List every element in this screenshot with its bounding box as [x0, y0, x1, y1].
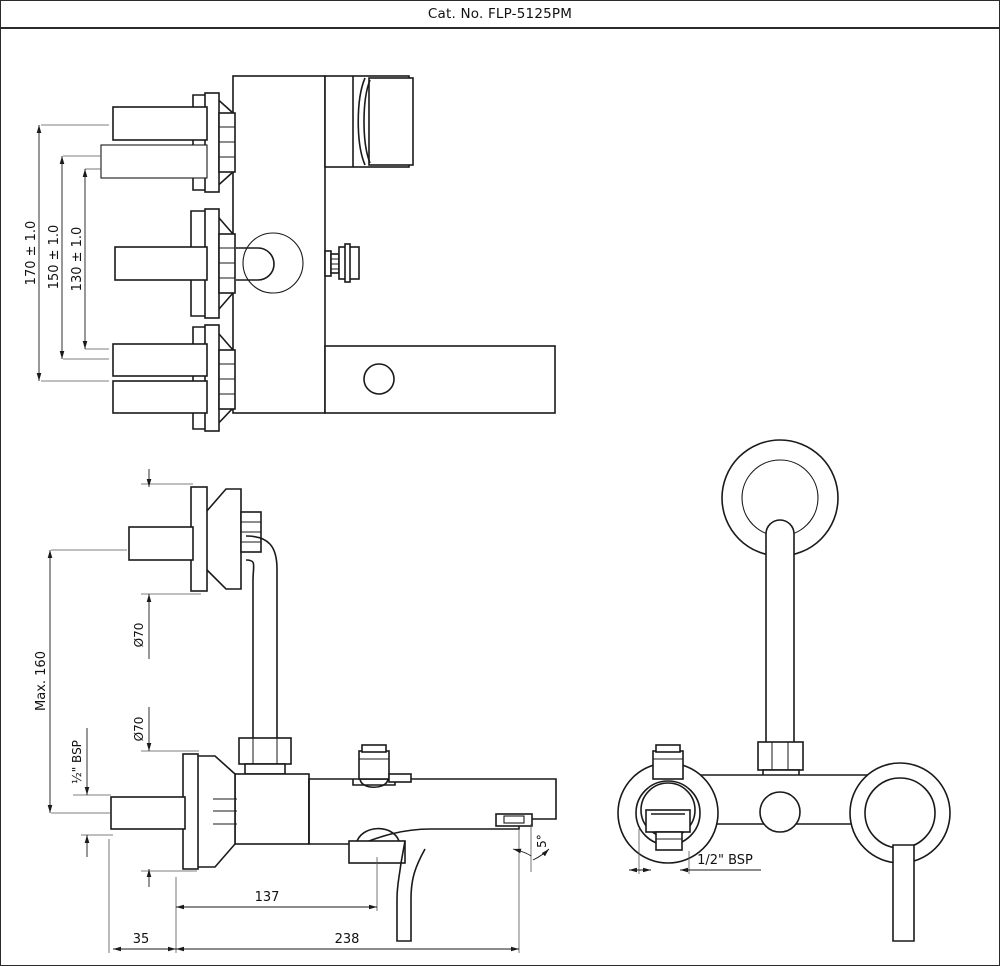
dim-dia70-upper-label: Ø70 [132, 623, 146, 648]
side-view-lever-handle [348, 827, 426, 942]
side-view-lower-flange [110, 753, 237, 870]
front-view-dimensions: 1/2" BSP [629, 829, 761, 874]
top-view-outlet-arc-inner [363, 79, 371, 164]
front-view-lever-handle [892, 844, 915, 942]
dim-bsp-side-label: ½" BSP [70, 740, 84, 784]
top-view-flange-upper [100, 92, 236, 193]
dim-5deg-label: 5° [535, 834, 549, 848]
top-view-flange-middle [114, 208, 236, 319]
top-view-inlet-pipe-lower [112, 343, 208, 377]
side-view-diverter-knob [352, 744, 412, 789]
side-view-upper-flange [128, 486, 262, 592]
dim-max160-label: Max. 160 [34, 651, 49, 711]
front-elevation-view: 1/2" BSP [617, 439, 951, 942]
front-view-riser-tube [765, 519, 795, 745]
top-view-dimensions: 170 ± 1.0 150 ± 1.0 130 ± 1.0 [24, 124, 109, 382]
page-title: Cat. No. FLP-5125PM [427, 6, 573, 22]
top-view-inlet-pipe-upper-hidden [100, 144, 208, 179]
side-view-upper-inlet-pipe [128, 526, 194, 561]
top-view-spout-arm [324, 345, 556, 414]
side-view-lower-inlet-pipe [110, 796, 186, 830]
drawing-canvas: .ln { fill:none; stroke:#1a1a1a; stroke-… [1, 29, 1000, 965]
technical-drawing-svg: .ln { fill:none; stroke:#1a1a1a; stroke-… [24, 75, 951, 953]
top-view-outlet-cap [368, 77, 414, 166]
front-view-handle-hub [864, 777, 936, 849]
side-section-view: Max. 160 ½" BSP Ø70 Ø70 [34, 469, 557, 953]
top-view-outlet-arc-outer [357, 77, 366, 166]
dim-130-label: 130 ± 1.0 [70, 227, 85, 292]
side-view-body [234, 773, 310, 845]
dim-bsp-front-label: 1/2" BSP [697, 853, 753, 868]
top-view-handle-lever [236, 247, 275, 281]
dim-35-label: 35 [133, 932, 150, 947]
side-view-riser-pipe [245, 535, 278, 745]
top-view-spout-hole [363, 363, 395, 395]
side-view-aerator-insert [503, 815, 525, 824]
top-view: 170 ± 1.0 150 ± 1.0 130 ± 1.0 [24, 75, 556, 432]
front-view-diverter-nipple [655, 831, 683, 851]
dim-137-label: 137 [255, 890, 280, 905]
top-view-inlet-pipe-upper [112, 106, 208, 141]
dim-150-label: 150 ± 1.0 [47, 225, 62, 290]
title-block: Cat. No. FLP-5125PM [1, 1, 999, 29]
top-view-inlet-pipe-lower-2 [112, 380, 208, 414]
top-view-diverter-knob [324, 243, 360, 283]
front-view-body-hole [759, 791, 801, 833]
side-view-dimensions: Max. 160 ½" BSP Ø70 Ø70 [34, 469, 550, 953]
top-view-flange-lower [112, 324, 236, 432]
dim-170-label: 170 ± 1.0 [24, 221, 39, 286]
top-view-inlet-pipe-middle [114, 246, 208, 281]
dim-238-label: 238 [335, 932, 360, 947]
dim-dia70-lower-label: Ø70 [132, 717, 146, 742]
dim-angle-5deg: 5° [512, 824, 550, 872]
side-view-riser-collar [238, 737, 292, 775]
front-view-diverter [640, 744, 696, 851]
top-view-handle-ring [242, 232, 304, 294]
